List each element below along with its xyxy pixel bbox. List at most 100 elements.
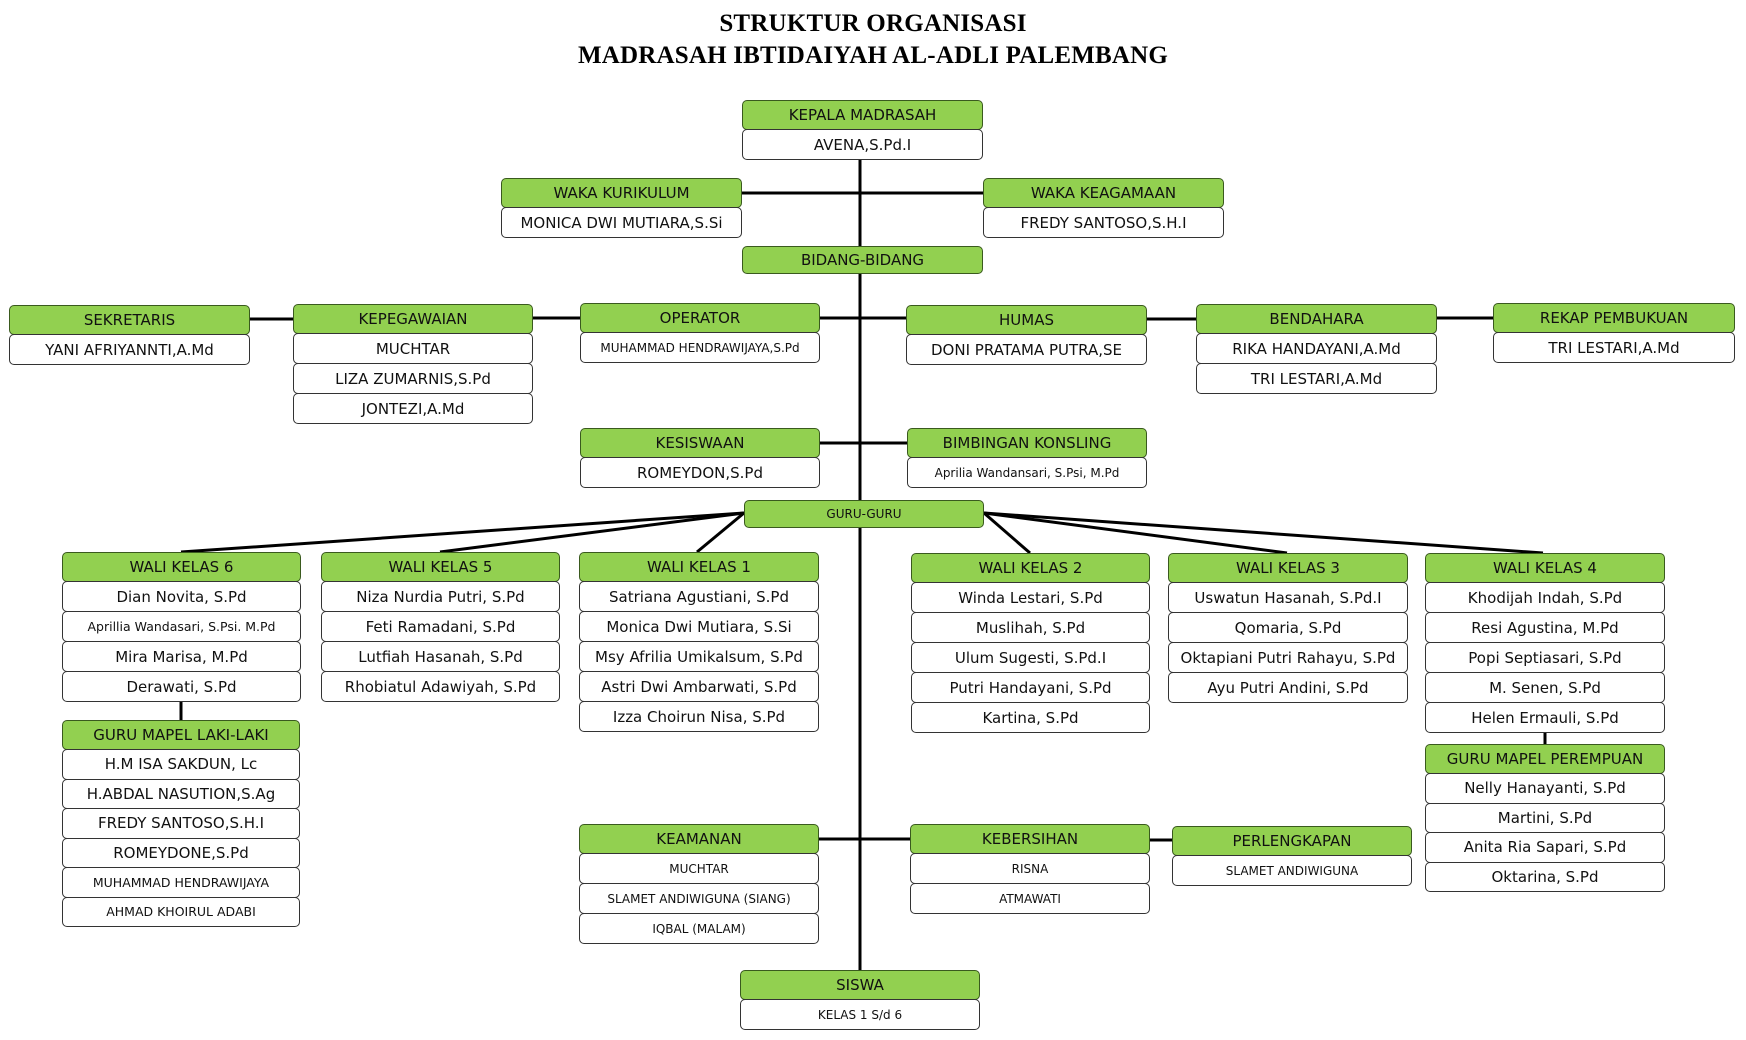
member-name: Putri Handayani, S.Pd [911, 672, 1150, 703]
unit-title: WALI KELAS 3 [1168, 553, 1408, 583]
member-name: Oktarina, S.Pd [1425, 861, 1665, 892]
unit-title: WAKA KEAGAMAAN [983, 178, 1224, 208]
member-name: MUCHTAR [579, 853, 819, 884]
member-name: Resi Agustina, M.Pd [1425, 612, 1665, 643]
unit-title: WALI KELAS 5 [321, 552, 560, 582]
unit-title: GURU MAPEL LAKI-LAKI [62, 720, 300, 750]
member-name: H.ABDAL NASUTION,S.Ag [62, 778, 300, 809]
unit-title: KEBERSIHAN [910, 824, 1150, 854]
unit-title: SISWA [740, 970, 980, 1000]
guru-to-wali4-line [983, 511, 1544, 555]
unit-title: PERLENGKAPAN [1172, 826, 1412, 856]
unit-title: WAKA KURIKULUM [501, 178, 742, 208]
member-name: Izza Choirun Nisa, S.Pd [579, 701, 819, 732]
guru-to-wali2-line [983, 511, 1031, 555]
member-name: LIZA ZUMARNIS,S.Pd [293, 363, 533, 394]
member-name: Dian Novita, S.Pd [62, 581, 301, 612]
member-name: JONTEZI,A.Md [293, 393, 533, 424]
member-name: FREDY SANTOSO,S.H.I [62, 808, 300, 839]
member-name: Martini, S.Pd [1425, 802, 1665, 833]
unit-title: SEKRETARIS [9, 305, 250, 335]
unit-title: WALI KELAS 1 [579, 552, 819, 582]
member-name: MUCHTAR [293, 333, 533, 364]
member-name: MONICA DWI MUTIARA,S.Si [501, 207, 742, 238]
unit-title: WALI KELAS 4 [1425, 553, 1665, 583]
member-name: Msy Afrilia Umikalsum, S.Pd [579, 641, 819, 672]
member-name: Anita Ria Sapari, S.Pd [1425, 832, 1665, 863]
member-name: M. Senen, S.Pd [1425, 672, 1665, 703]
guru-to-wali6-line [180, 511, 745, 554]
unit-title: GURU MAPEL PEREMPUAN [1425, 744, 1665, 774]
member-name: KELAS 1 S/d 6 [740, 999, 980, 1030]
member-name: ROMEYDONE,S.Pd [62, 837, 300, 868]
member-name: Rhobiatul Adawiyah, S.Pd [321, 671, 560, 702]
member-name: ATMAWATI [910, 883, 1150, 914]
unit-title: BENDAHARA [1196, 304, 1437, 334]
member-name: Khodijah Indah, S.Pd [1425, 582, 1665, 613]
member-name: Oktapiani Putri Rahayu, S.Pd [1168, 642, 1408, 673]
unit-title: KEPEGAWAIAN [293, 304, 533, 334]
unit-title: OPERATOR [580, 303, 820, 333]
unit-title: KEPALA MADRASAH [742, 100, 983, 130]
member-name: MUHAMMAD HENDRAWIJAYA,S.Pd [580, 332, 820, 363]
member-name: SLAMET ANDIWIGUNA [1172, 855, 1412, 886]
member-name: Mira Marisa, M.Pd [62, 641, 301, 672]
member-name: Muslihah, S.Pd [911, 612, 1150, 643]
unit-title: KEAMANAN [579, 824, 819, 854]
member-name: IQBAL (MALAM) [579, 913, 819, 944]
member-name: Astri Dwi Ambarwati, S.Pd [579, 671, 819, 702]
member-name: Kartina, S.Pd [911, 702, 1150, 733]
unit-title: KESISWAAN [580, 428, 820, 458]
chart-title-line-2: MADRASAH IBTIDAIYAH AL-ADLI PALEMBANG [577, 42, 1169, 69]
member-name: MUHAMMAD HENDRAWIJAYA [62, 867, 300, 898]
member-name: Monica Dwi Mutiara, S.Si [579, 611, 819, 642]
member-name: Lutfiah Hasanah, S.Pd [321, 641, 560, 672]
member-name: TRI LESTARI,A.Md [1196, 363, 1437, 394]
member-name: H.M ISA SAKDUN, Lc [62, 749, 300, 780]
member-name: Aprillia Wandasari, S.Psi. M.Pd [62, 611, 301, 642]
member-name: RIKA HANDAYANI,A.Md [1196, 333, 1437, 364]
unit-title: BIDANG-BIDANG [742, 246, 983, 274]
member-name: Uswatun Hasanah, S.Pd.I [1168, 582, 1408, 613]
member-name: Nelly Hanayanti, S.Pd [1425, 773, 1665, 804]
member-name: Qomaria, S.Pd [1168, 612, 1408, 643]
guru-to-wali1-line [696, 511, 745, 554]
member-name: YANI AFRIYANNTI,A.Md [9, 334, 250, 365]
member-name: AVENA,S.Pd.I [742, 129, 983, 160]
member-name: ROMEYDON,S.Pd [580, 457, 820, 488]
member-name: Aprilia Wandansari, S.Psi, M.Pd [907, 457, 1147, 488]
member-name: SLAMET ANDIWIGUNA (SIANG) [579, 883, 819, 914]
unit-title: REKAP PEMBUKUAN [1493, 303, 1735, 333]
member-name: DONI PRATAMA PUTRA,SE [906, 334, 1147, 365]
member-name: Niza Nurdia Putri, S.Pd [321, 581, 560, 612]
unit-title: WALI KELAS 2 [911, 553, 1150, 583]
member-name: FREDY SANTOSO,S.H.I [983, 207, 1224, 238]
member-name: AHMAD KHOIRUL ADABI [62, 896, 300, 927]
member-name: Winda Lestari, S.Pd [911, 582, 1150, 613]
member-name: Ulum Sugesti, S.Pd.I [911, 642, 1150, 673]
member-name: TRI LESTARI,A.Md [1493, 332, 1735, 363]
unit-title: HUMAS [906, 305, 1147, 335]
